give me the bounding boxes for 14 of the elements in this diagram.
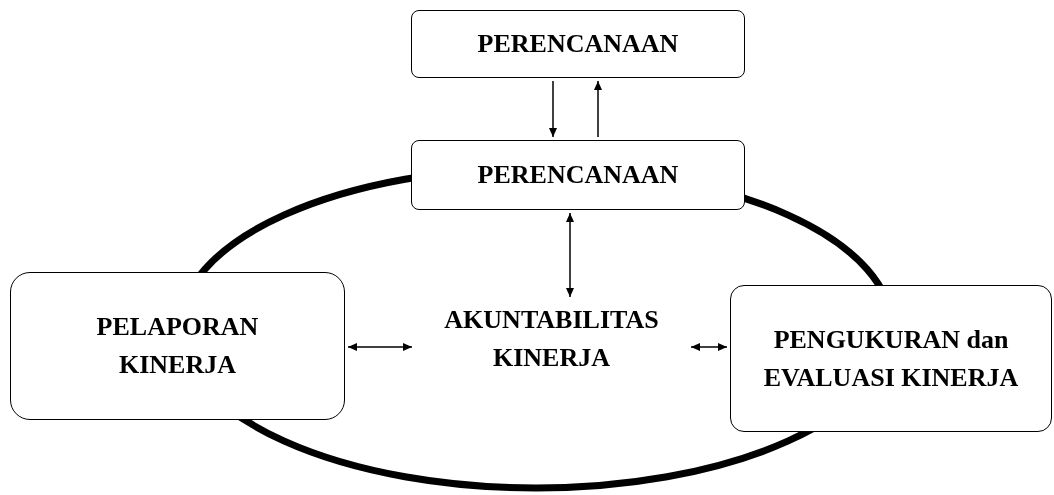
arrow (347, 343, 413, 351)
box-label: PERENCANAAN (477, 159, 679, 192)
box-label: PELAPORAN KINERJA (95, 311, 260, 381)
box-label: PERENCANAAN (477, 28, 679, 61)
process-box (10, 272, 345, 420)
process-box (730, 285, 1052, 432)
center-label: AKUNTABILITAS KINERJA (443, 304, 660, 374)
arrow (566, 212, 574, 298)
process-box (411, 10, 745, 78)
process-box (411, 140, 745, 210)
box-label: PENGUKURAN dan EVALUASI KINERJA (762, 323, 1020, 394)
arrow (549, 80, 557, 138)
arrow (594, 80, 602, 138)
arrow (690, 343, 728, 351)
